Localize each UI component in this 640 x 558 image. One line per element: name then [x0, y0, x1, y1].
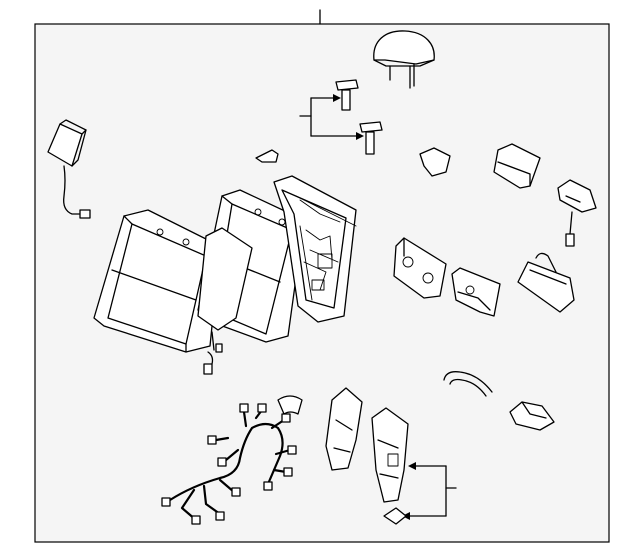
side-trim-panel[interactable] — [517, 252, 575, 313]
retainer-clip[interactable] — [419, 147, 451, 177]
headrest[interactable] — [373, 30, 435, 89]
adjuster-bracket[interactable] — [451, 267, 501, 317]
wire-harness[interactable] — [161, 403, 297, 525]
headrest-guide-callout — [299, 94, 364, 140]
seatback-pad-rear[interactable] — [93, 209, 221, 353]
release-lever[interactable] — [509, 401, 555, 431]
harness-clip[interactable] — [277, 395, 303, 415]
wire-hook[interactable] — [443, 371, 493, 397]
recliner-bracket[interactable] — [557, 179, 597, 247]
headrest-guide-upper[interactable] — [335, 79, 359, 111]
lumbar-mechanism[interactable] — [393, 237, 447, 299]
lower-bracket-left[interactable] — [325, 387, 363, 471]
side-airbag-module[interactable] — [47, 119, 91, 219]
seatback-side-cover[interactable] — [197, 227, 253, 375]
seatback-frame[interactable] — [273, 175, 357, 323]
trim-bracket[interactable] — [493, 143, 541, 189]
lower-bracket-callout — [402, 462, 457, 520]
headrest-guide-lower[interactable] — [359, 121, 383, 155]
lower-bracket-right[interactable] — [371, 407, 409, 503]
seatback-clip[interactable] — [255, 149, 279, 163]
lower-clip[interactable] — [383, 507, 407, 525]
